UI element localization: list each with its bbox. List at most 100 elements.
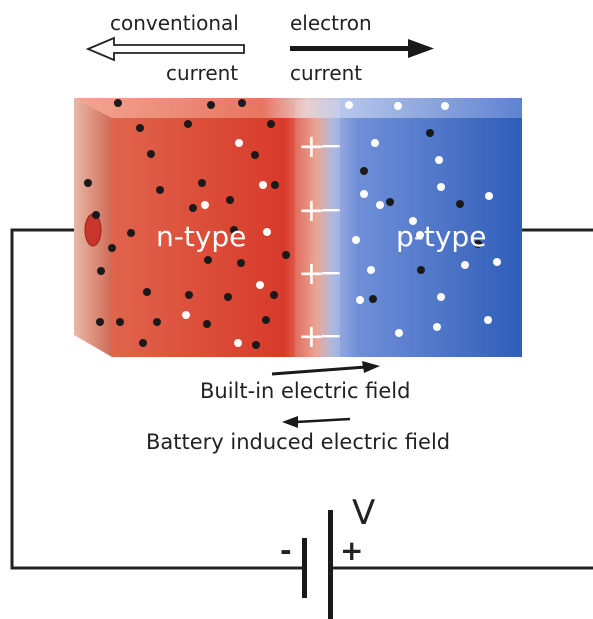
n-type-label: n-type: [156, 220, 246, 253]
carrier-dot: [238, 99, 246, 107]
carrier-dot: [143, 288, 151, 296]
junction-plus: +: [298, 317, 325, 355]
carrier-dot: [147, 150, 155, 158]
carrier-dot: [204, 256, 212, 264]
carrier-dot: [184, 120, 192, 128]
carrier-dot: [435, 156, 443, 164]
carrier-dot: [395, 329, 403, 337]
carrier-dot: [139, 339, 147, 347]
carrier-dot: [360, 190, 368, 198]
carrier-dot: [485, 192, 493, 200]
battery-field-label: Battery induced electric field: [146, 430, 450, 454]
carrier-dot: [417, 266, 425, 274]
built-in-field-arrow: [271, 361, 380, 376]
carrier-dot: [394, 102, 402, 110]
carrier-dot: [474, 240, 482, 248]
voltage-label: V: [352, 493, 375, 533]
carrier-dot: [136, 124, 144, 132]
carrier-dot: [230, 226, 238, 234]
carrier-dot: [437, 293, 445, 301]
carrier-dot: [237, 259, 245, 267]
carrier-dot: [441, 102, 449, 110]
carrier-dot: [356, 296, 364, 304]
electrode-contact: [84, 213, 102, 247]
carrier-dot: [416, 231, 424, 239]
carrier-dot: [153, 318, 161, 326]
carrier-dot: [267, 120, 275, 128]
battery-plus-label: +: [340, 534, 363, 567]
carrier-dot: [251, 151, 259, 159]
battery-field-arrow: [282, 416, 351, 428]
carrier-dot: [198, 179, 206, 187]
electron-current-arrow: [290, 39, 434, 58]
carrier-dot: [127, 229, 135, 237]
p-type-label: p-type: [396, 220, 486, 253]
battery-minus-label: -: [280, 534, 292, 567]
carrier-dot: [92, 211, 100, 219]
charge-carriers: [84, 99, 501, 349]
carrier-dot: [116, 318, 124, 326]
carrier-dot: [185, 291, 193, 299]
battery-symbol: [302, 510, 333, 619]
carrier-dot: [84, 179, 92, 187]
carrier-dot: [376, 201, 384, 209]
block-front-face: [112, 118, 522, 357]
carrier-dot: [156, 186, 164, 194]
carrier-dot: [235, 139, 243, 147]
carrier-dot: [360, 167, 368, 175]
carrier-dot: [270, 291, 278, 299]
electron-current-label: current: [290, 61, 362, 85]
carrier-dot: [203, 320, 211, 328]
carrier-dot: [484, 316, 492, 324]
conventional-label: conventional: [110, 11, 239, 35]
junction-minus: −: [319, 193, 342, 226]
semiconductor-block: [74, 98, 522, 357]
depletion-region: [295, 100, 340, 357]
carrier-dot: [182, 311, 190, 319]
depletion-charges: +−+−+−+−: [298, 127, 342, 355]
conventional-current-label: current: [166, 61, 238, 85]
carrier-dot: [409, 217, 417, 225]
carrier-dot: [263, 228, 271, 236]
carrier-dot: [262, 316, 270, 324]
junction-plus: +: [298, 191, 325, 229]
junction-minus: −: [319, 256, 342, 289]
carrier-dot: [224, 293, 232, 301]
carrier-dot: [386, 198, 394, 206]
junction-minus: −: [319, 129, 342, 162]
carrier-dot: [426, 129, 434, 137]
carrier-dot: [189, 204, 197, 212]
carrier-dot: [493, 258, 501, 266]
carrier-dot: [96, 318, 104, 326]
carrier-dot: [201, 201, 209, 209]
carrier-dot: [345, 101, 353, 109]
carrier-dot: [367, 266, 375, 274]
electron-label: electron: [290, 11, 372, 35]
carrier-dot: [352, 236, 360, 244]
carrier-dot: [234, 339, 242, 347]
circuit-wire: [10, 228, 593, 570]
carrier-dot: [371, 139, 379, 147]
carrier-dot: [226, 196, 234, 204]
carrier-dot: [97, 267, 105, 275]
block-top-face: [74, 98, 522, 118]
junction-plus: +: [298, 254, 325, 292]
carrier-dot: [456, 200, 464, 208]
carrier-dot: [461, 261, 469, 269]
carrier-dot: [114, 99, 122, 107]
carrier-dot: [256, 281, 264, 289]
conventional-current-arrow: [85, 36, 245, 62]
carrier-dot: [271, 181, 279, 189]
carrier-dot: [108, 244, 116, 252]
carrier-dot: [282, 251, 290, 259]
carrier-dot: [259, 181, 267, 189]
carrier-dot: [207, 101, 215, 109]
carrier-dot: [369, 295, 377, 303]
built-in-field-label: Built-in electric field: [200, 379, 410, 403]
carrier-dot: [437, 183, 445, 191]
carrier-dot: [252, 341, 260, 349]
junction-minus: −: [319, 319, 342, 352]
junction-plus: +: [298, 127, 325, 165]
carrier-dot: [433, 323, 441, 331]
